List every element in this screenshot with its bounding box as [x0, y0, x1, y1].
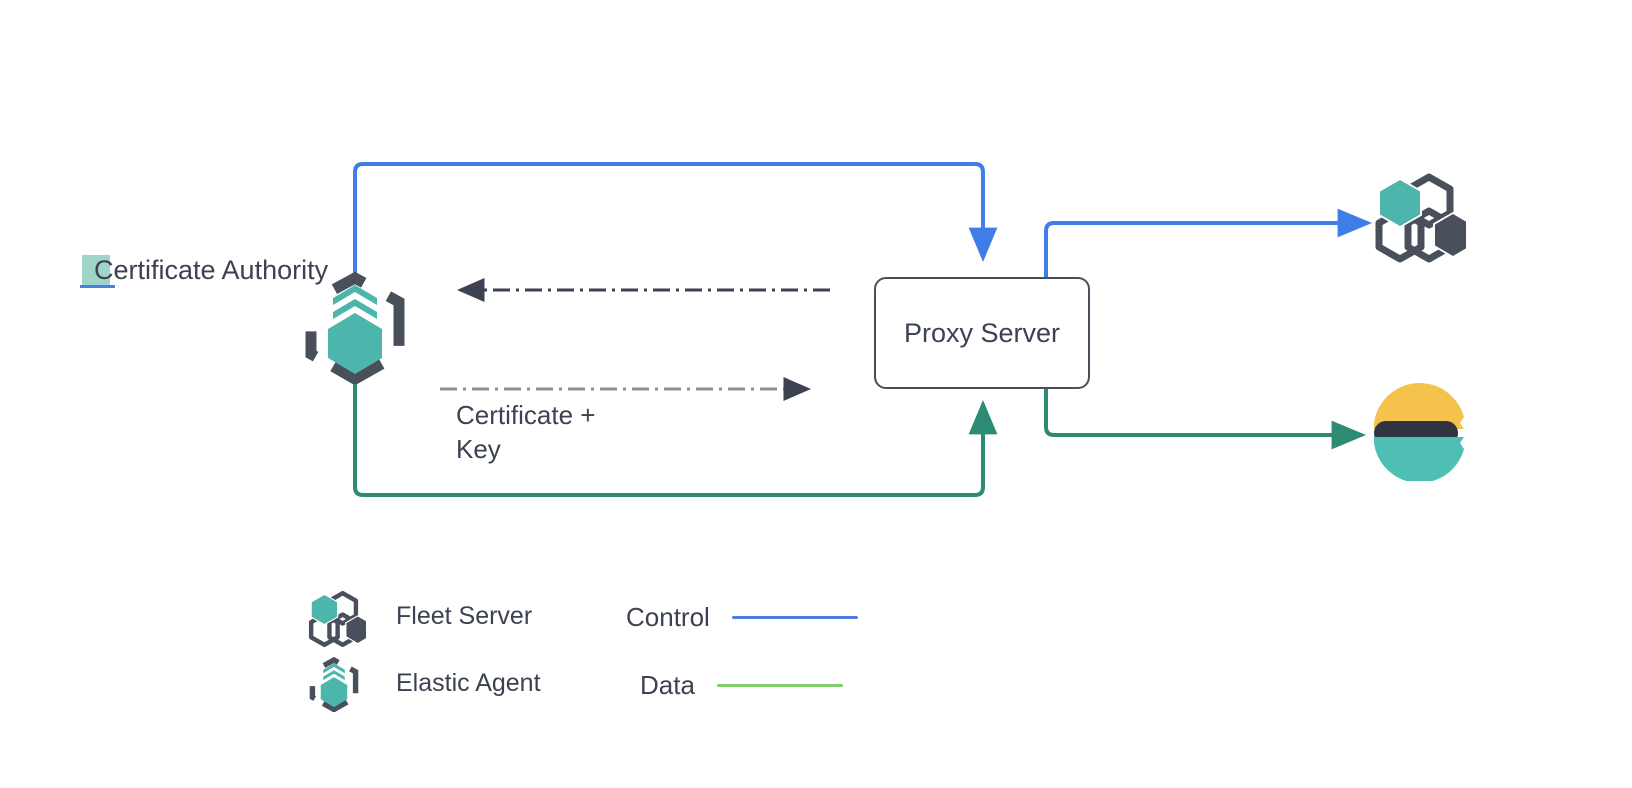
legend-label-control: Control	[626, 602, 710, 632]
legend: Fleet Server Elastic Agent Control Data	[300, 585, 920, 715]
elastic-agent-icon	[308, 656, 366, 713]
fleet-server-icon	[308, 590, 371, 648]
certificate-key-line2: Key	[456, 434, 501, 465]
certificate-authority-highlight	[82, 255, 110, 286]
legend-label-data: Data	[640, 670, 695, 700]
edge-data-agent-to-proxy	[353, 380, 998, 497]
certificate-key-line1: Certificate +	[456, 400, 596, 430]
legend-label-fleet-server: Fleet Server	[396, 601, 533, 630]
elasticsearch-icon	[1368, 383, 1468, 483]
certificate-key-label: Certificate + Key	[456, 398, 595, 467]
elastic-agent-icon	[302, 271, 408, 386]
edge-data-proxy-to-elasticsearch	[1044, 389, 1367, 450]
legend-item-control: Control	[626, 602, 858, 633]
legend-label-elastic-agent: Elastic Agent	[396, 668, 541, 697]
legend-swatch-data	[716, 684, 843, 687]
legend-item-data: Data	[640, 670, 843, 701]
certificate-authority-underline	[80, 285, 115, 288]
legend-swatch-control	[731, 616, 858, 619]
edge-control-agent-to-proxy	[353, 162, 998, 284]
legend-item-fleet-server: Fleet Server	[308, 590, 533, 648]
fleet-server-icon	[1374, 172, 1473, 264]
edge-control-proxy-to-fleet	[1044, 208, 1373, 278]
certificate-authority-label: Certificate Authority	[94, 255, 329, 285]
proxy-server-node[interactable]: Proxy Server	[874, 277, 1090, 389]
proxy-server-label: Proxy Server	[903, 317, 1061, 348]
legend-item-elastic-agent: Elastic Agent	[308, 656, 541, 713]
